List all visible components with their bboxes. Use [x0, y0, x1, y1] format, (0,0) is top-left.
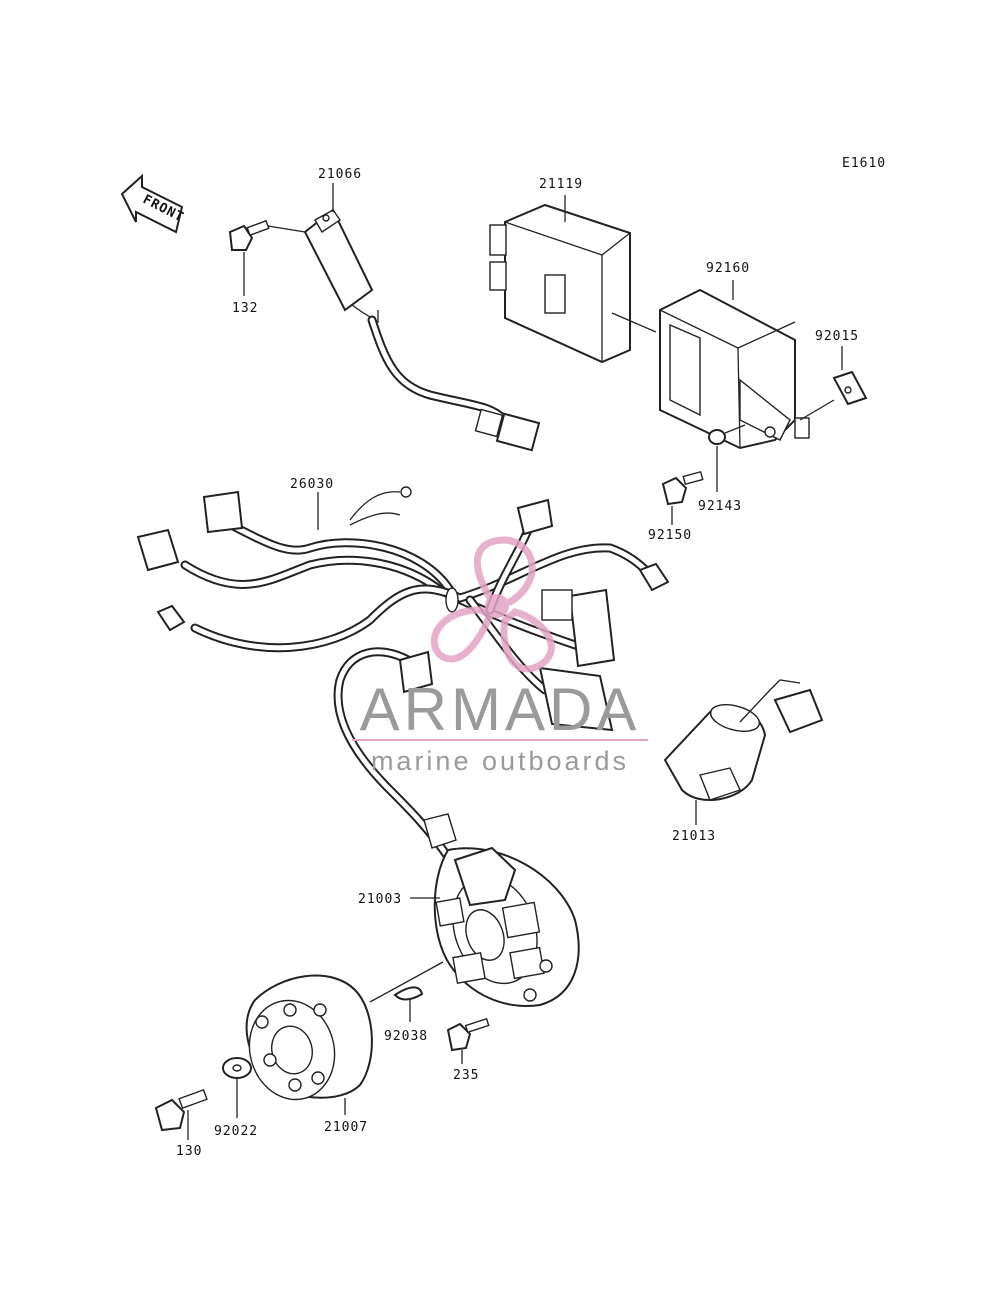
label-92038: 92038 — [384, 1029, 428, 1044]
part-92015 — [799, 346, 868, 421]
label-92015: 92015 — [815, 329, 859, 344]
label-235: 235 — [453, 1068, 479, 1083]
label-21119: 21119 — [539, 177, 583, 192]
label-26030: 26030 — [290, 477, 334, 492]
part-92038 — [393, 986, 424, 1022]
label-132: 132 — [232, 301, 258, 316]
label-92160: 92160 — [706, 261, 750, 276]
watermark-brand: ARMADA — [360, 676, 641, 743]
armada-propeller-logo — [430, 536, 555, 673]
diagram-code: E1610 — [842, 156, 886, 171]
front-arrow-icon: FRONT — [120, 173, 186, 234]
stator-wire — [333, 647, 457, 865]
part-21003 — [369, 846, 580, 1007]
label-130: 130 — [176, 1144, 202, 1159]
armada-watermark: ARMADA marine outboards — [352, 676, 648, 776]
label-21013: 21013 — [672, 829, 716, 844]
part-92143 — [708, 424, 746, 492]
part-21119 — [489, 203, 657, 364]
label-92150: 92150 — [648, 528, 692, 543]
part-21066 — [303, 208, 541, 452]
label-21003: 21003 — [358, 892, 402, 907]
part-92160 — [659, 288, 810, 450]
part-21013 — [663, 679, 824, 825]
part-26030 — [136, 486, 670, 732]
part-92150 — [661, 470, 704, 525]
part-132 — [228, 219, 306, 296]
label-21007: 21007 — [324, 1120, 368, 1135]
part-235 — [446, 1017, 490, 1064]
label-92143: 92143 — [698, 499, 742, 514]
watermark-tagline: marine outboards — [371, 746, 629, 776]
label-92022: 92022 — [214, 1124, 258, 1139]
label-21066: 21066 — [318, 167, 362, 182]
part-92022 — [222, 1057, 252, 1118]
part-21007 — [245, 974, 373, 1115]
part-130 — [154, 1088, 208, 1140]
